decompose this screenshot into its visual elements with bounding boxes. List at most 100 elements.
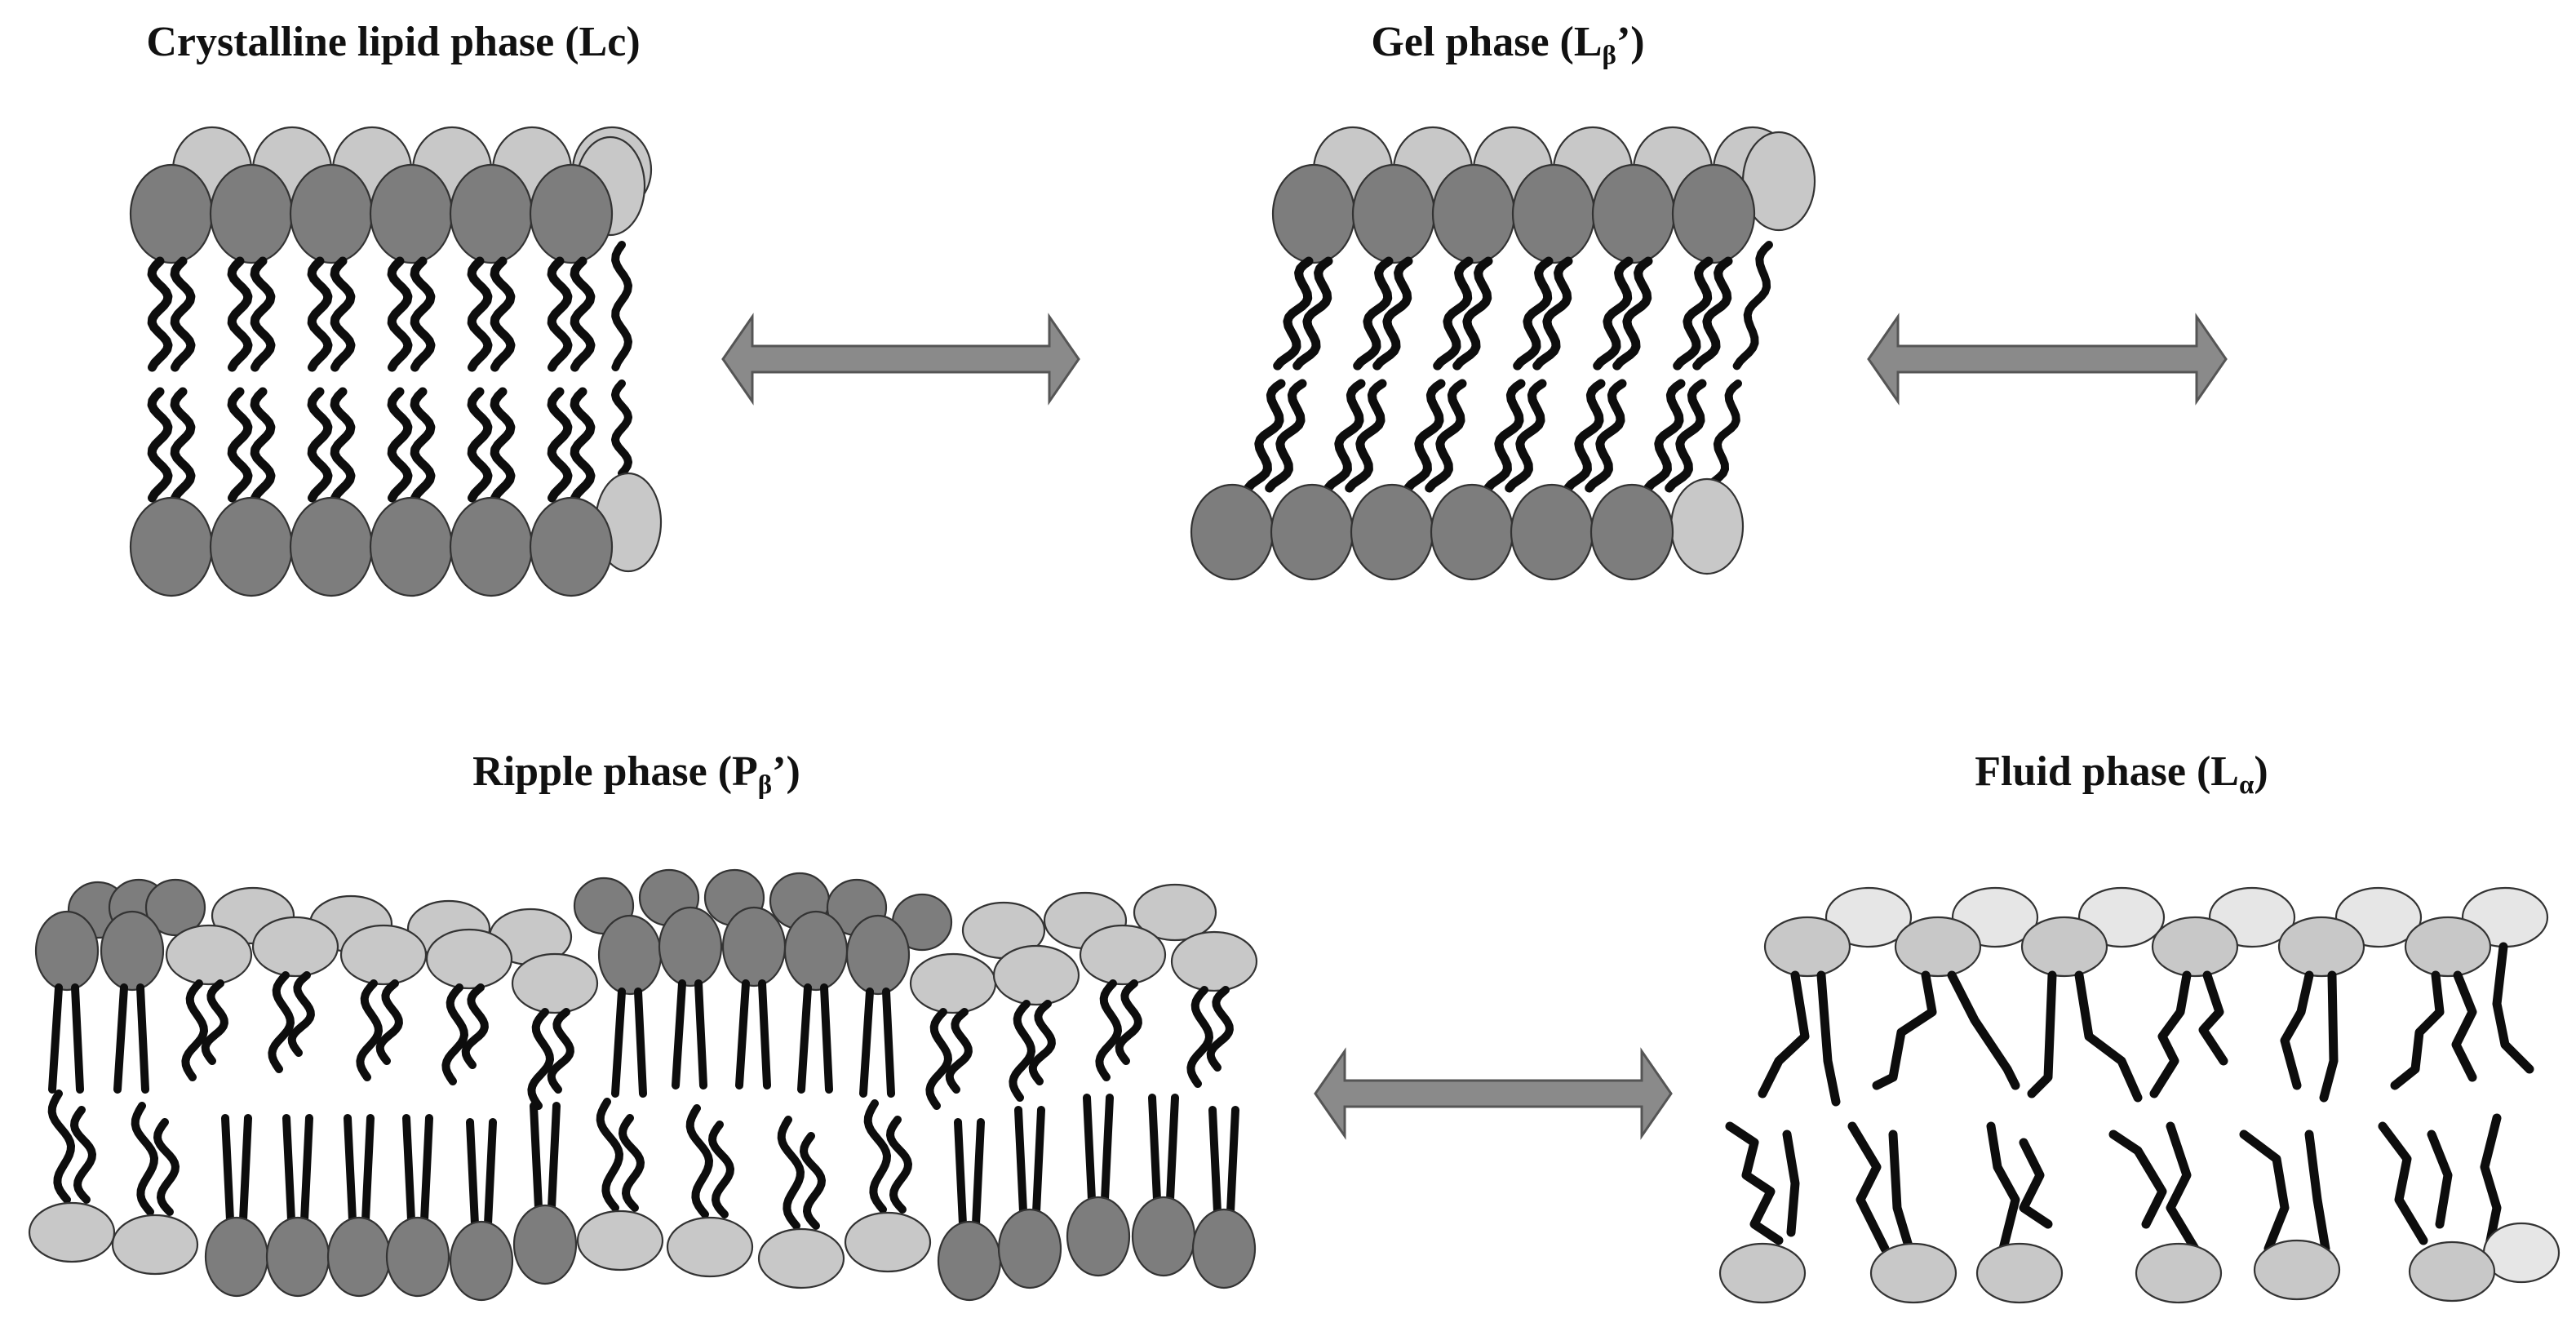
double-arrow-icon — [1314, 1047, 1673, 1140]
lipid-head — [339, 924, 428, 986]
lipid-tail — [2149, 970, 2192, 1098]
lipid-tail — [548, 1102, 561, 1212]
lipid-tail — [1888, 1130, 1914, 1254]
title-crystalline-phase: Crystalline lipid phase (Lc) — [146, 19, 641, 65]
lipid-head — [844, 1211, 932, 1273]
lipid-head — [209, 496, 294, 597]
lipid-tail — [1593, 256, 1634, 371]
ripple-bilayer — [28, 868, 1258, 1302]
lipid-tail — [282, 1114, 295, 1224]
transition-arrows — [721, 313, 2228, 1140]
lipid-tail — [490, 387, 516, 503]
lipid-tail — [685, 1104, 713, 1218]
double-arrow-icon — [721, 313, 1080, 406]
lipid-head — [1763, 916, 1851, 978]
lipid-tail — [1009, 1000, 1035, 1102]
lipid-tail — [1947, 970, 2020, 1090]
lipid-tail — [227, 387, 253, 503]
lipid-tail — [131, 1102, 158, 1216]
lipid-tail — [1226, 1106, 1239, 1216]
lipid-tail — [1353, 256, 1394, 371]
lipid-head — [1824, 886, 1913, 948]
lipid-tail — [402, 1114, 415, 1224]
lipid-head — [34, 910, 100, 992]
lipid-head — [1718, 1242, 1807, 1304]
lipid-tail — [330, 387, 356, 503]
lipid-tail — [1703, 379, 1742, 493]
lipid-head — [144, 878, 206, 937]
lipid-tail — [153, 1118, 180, 1216]
lipid-tail — [1425, 379, 1467, 493]
lipid-tail — [2451, 970, 2477, 1082]
lipid-head — [658, 906, 723, 987]
lipid-tail — [170, 256, 196, 372]
lipid-tail — [797, 983, 812, 1094]
lipid-tail — [2108, 1130, 2167, 1229]
lipid-tail — [1505, 379, 1547, 493]
lipid-tail — [1612, 256, 1653, 371]
lipid-head — [909, 952, 997, 1014]
lipid-tail — [1847, 1121, 1890, 1254]
lipid-head — [1669, 477, 1745, 575]
lipid-tail — [330, 256, 356, 372]
lipid-tail — [71, 983, 84, 1094]
lipid-tail — [1673, 256, 1714, 371]
lipid-head — [289, 163, 374, 264]
lipid-tail — [758, 979, 771, 1090]
lipid-tail — [2390, 970, 2445, 1090]
lipid-tail — [1758, 970, 1810, 1098]
lipid-tail — [611, 241, 632, 371]
lipid-tail — [250, 256, 276, 372]
lipid-tail — [1115, 979, 1142, 1065]
lipid-head — [326, 1216, 392, 1298]
crystalline-bilayer — [129, 126, 663, 597]
lipid-tail — [300, 1114, 313, 1224]
lipid-tail — [441, 983, 468, 1085]
lipid-tail — [1014, 1106, 1027, 1216]
lipid-head — [1431, 163, 1516, 264]
lipid-tail — [170, 387, 196, 503]
lipid-head — [597, 914, 663, 996]
lipid-head — [2408, 1240, 2496, 1303]
lipid-tail — [1532, 256, 1573, 371]
lipid-head — [449, 1220, 514, 1302]
lipid-head — [2135, 1242, 2223, 1304]
lipid-tail — [1273, 256, 1314, 371]
lipid-tail — [1452, 256, 1493, 371]
lipid-head — [1066, 1196, 1131, 1277]
lipid-tail — [1372, 256, 1413, 371]
lipid-head — [385, 1216, 450, 1298]
lipid-head — [165, 924, 253, 986]
lipid-tail — [2480, 1113, 2502, 1254]
lipid-tail — [1563, 379, 1606, 493]
lipid-head — [289, 496, 374, 597]
lipid-tail — [48, 983, 63, 1094]
lipid-tail — [1148, 1094, 1161, 1204]
lipid-tail — [344, 1114, 357, 1224]
lipid-tail — [181, 979, 208, 1081]
lipid-tail — [547, 1008, 574, 1094]
lipid-tail — [268, 971, 295, 1073]
lipid-tail — [410, 256, 436, 372]
lipid-tail — [611, 987, 626, 1098]
lipid-head — [1190, 483, 1275, 581]
lipid-head — [204, 1216, 269, 1298]
lipid-head — [1589, 483, 1674, 581]
lipid-tail — [2280, 970, 2314, 1090]
lipid-tail — [1323, 379, 1366, 493]
lipid-tail — [777, 1116, 805, 1230]
lipid-head — [2020, 916, 2108, 978]
lipid-tail — [1208, 1106, 1221, 1216]
lipid-tail — [1433, 256, 1474, 371]
lipid-tail — [925, 1008, 952, 1110]
lipid-head — [1510, 483, 1594, 581]
lipid-tail — [1782, 1130, 1800, 1237]
lipid-tail — [227, 256, 253, 372]
lipid-head — [265, 1216, 330, 1298]
lipid-head — [1869, 1242, 1957, 1304]
lipid-head — [937, 1220, 1002, 1302]
lipid-head — [100, 910, 165, 992]
lipid-tail — [2304, 1130, 2330, 1254]
lipid-tail — [1403, 379, 1446, 493]
lipid-tail — [1292, 256, 1333, 371]
